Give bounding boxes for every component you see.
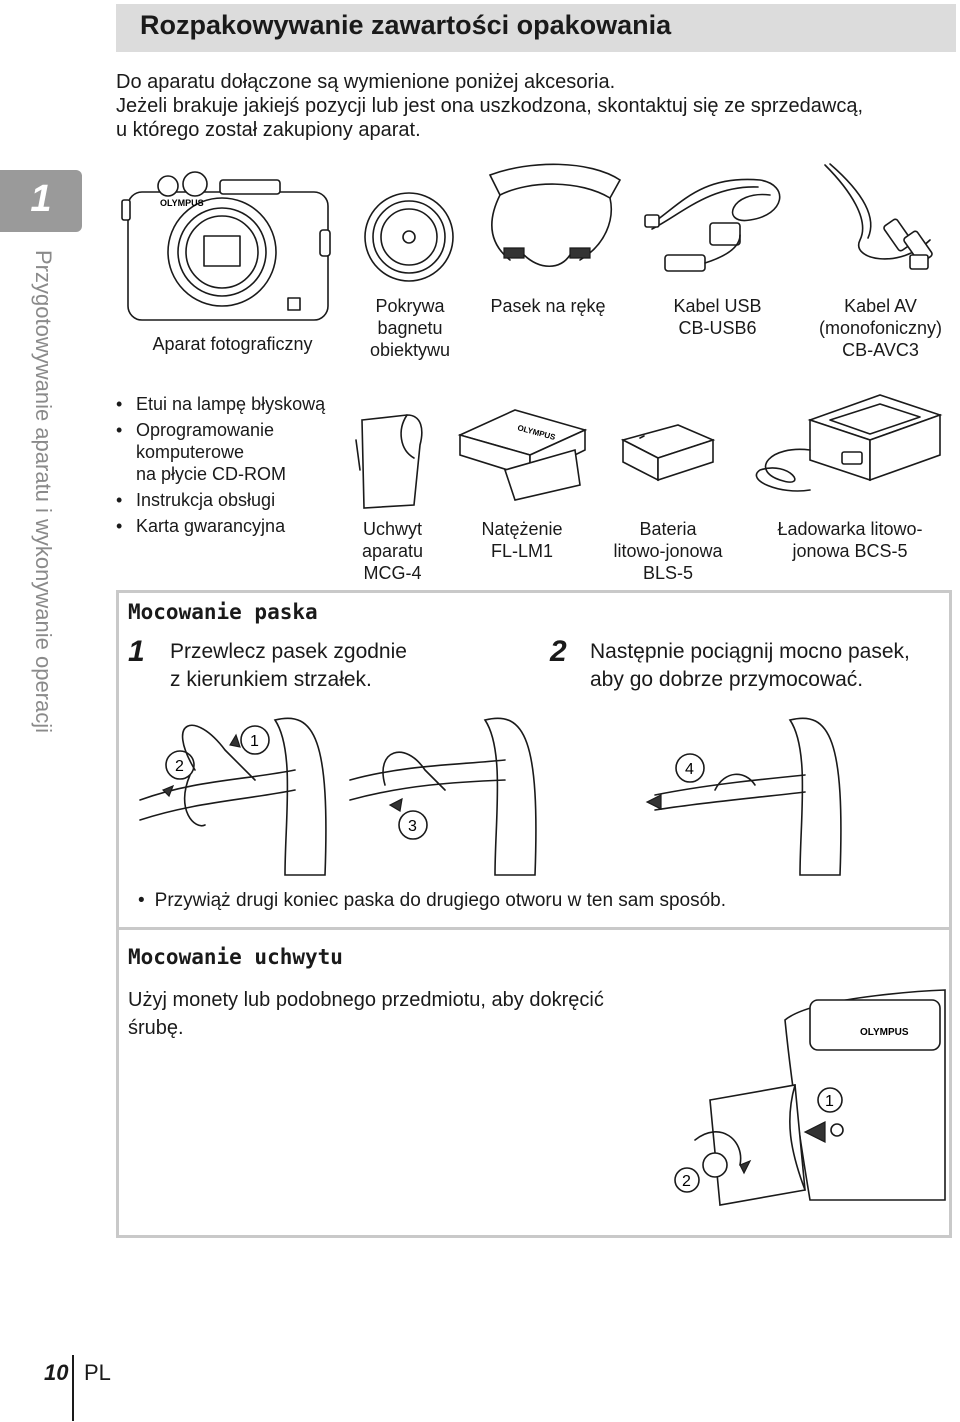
- caption-battery-line3: BLS-5: [642, 563, 694, 583]
- flash-illustration: OLYMPUS: [455, 405, 590, 505]
- caption-av-line3: CB-AVC3: [842, 340, 919, 360]
- caption-flash-line2: FL-LM1: [490, 541, 553, 561]
- caption-usb-line2: CB-USB6: [678, 318, 757, 338]
- grip-section-title: Mocowanie uchwytu: [128, 945, 343, 969]
- caption-flash-line1: Natężenie: [481, 519, 563, 539]
- other-items-list: Etui na lampę błyskową Oprogramowanie ko…: [112, 393, 325, 541]
- charger-illustration: [750, 390, 945, 505]
- av-cable-illustration: [810, 160, 950, 285]
- strap-step1-illustration-a: 1 2: [135, 710, 330, 875]
- caption-charger-line1: Ładowarka litowo-: [777, 519, 923, 539]
- caption-av-cable: Kabel AV (monofoniczny) CB-AVC3: [808, 295, 953, 361]
- strap-section-title: Mocowanie paska: [128, 600, 318, 624]
- caption-charger: Ładowarka litowo- jonowa BCS-5: [760, 518, 940, 562]
- strap-step2-line2: aby go dobrze przymocować.: [590, 668, 864, 691]
- caption-battery-line2: litowo-jonowa: [613, 541, 723, 561]
- usb-cable-illustration: [640, 165, 790, 280]
- list-item: Instrukcja obsługi: [112, 489, 325, 511]
- language-code: PL: [84, 1360, 111, 1385]
- strap-callout-1: 1: [250, 733, 259, 750]
- strap-callout-4: 4: [685, 761, 694, 778]
- strap-step2-line1: Następnie pociągnij mocno pasek,: [590, 640, 910, 663]
- intro-line-3: u którego został zakupiony aparat.: [116, 119, 421, 141]
- caption-usb-line1: Kabel USB: [673, 296, 762, 316]
- list-item-line: Oprogramowanie: [136, 420, 275, 440]
- caption-body-cap: Pokrywa bagnetu obiektywu: [350, 295, 470, 361]
- grip-illustration: [352, 410, 432, 510]
- strap-step1-text: Przewlecz pasek zgodnie z kierunkiem str…: [170, 638, 407, 694]
- chapter-title-vertical: Przygotowywanie aparatu i wykonywanie op…: [31, 250, 56, 734]
- caption-battery: Bateria litowo-jonowa BLS-5: [603, 518, 733, 584]
- caption-camera: Aparat fotograficzny: [152, 334, 313, 354]
- caption-usb-cable: Kabel USB CB-USB6: [650, 295, 785, 339]
- list-item-line: komputerowe: [136, 442, 245, 462]
- caption-av-line1: Kabel AV: [844, 296, 917, 316]
- strap-illustration: [470, 160, 625, 280]
- intro-text: Do aparatu dołączone są wymienione poniż…: [116, 70, 946, 142]
- intro-line-1: Do aparatu dołączone są wymienione poniż…: [116, 71, 616, 93]
- strap-step1-line2: z kierunkiem strzałek.: [170, 668, 372, 691]
- body-cap-illustration: [362, 190, 457, 285]
- caption-strap: Pasek na rękę: [490, 296, 606, 316]
- grip-attach-illustration: OLYMPUS 1 2: [665, 990, 945, 1225]
- caption-grip-line1: Uchwyt: [362, 519, 422, 539]
- caption-grip: Uchwyt aparatu MCG-4: [345, 518, 440, 584]
- strap-note-text: Przywiąż drugi koniec paska do drugiego …: [154, 890, 727, 911]
- caption-body-cap-line3: obiektywu: [369, 340, 451, 360]
- footer-divider: [72, 1355, 74, 1421]
- grip-callout-2: 2: [682, 1173, 691, 1190]
- camera-illustration: OLYMPUS: [120, 170, 335, 325]
- title-bar: [116, 4, 956, 52]
- grip-text-line1: Użyj monety lub podobnego przedmiotu, ab…: [128, 989, 604, 1011]
- grip-callout-1: 1: [825, 1093, 834, 1110]
- caption-body-cap-line2: bagnetu: [377, 318, 443, 338]
- strap-attachment-section: [116, 590, 952, 930]
- strap-note: • Przywiąż drugi koniec paska do drugiego…: [138, 890, 726, 912]
- grip-attachment-section: [116, 930, 952, 1238]
- caption-charger-line2: jonowa BCS-5: [792, 541, 908, 561]
- strap-callout-2: 2: [175, 758, 184, 775]
- caption-av-line2: (monofoniczny): [818, 318, 943, 338]
- chapter-number: 1: [30, 178, 52, 220]
- caption-flash: Natężenie FL-LM1: [462, 518, 582, 562]
- battery-illustration: [618, 420, 718, 485]
- grip-section-text: Użyj monety lub podobnego przedmiotu, ab…: [128, 986, 604, 1042]
- strap-step2-text: Następnie pociągnij mocno pasek, aby go …: [590, 638, 910, 694]
- strap-step1-line1: Przewlecz pasek zgodnie: [170, 640, 407, 663]
- strap-step1-number: 1: [128, 635, 145, 668]
- list-item-line: na płycie CD-ROM: [136, 464, 287, 484]
- strap-step1-illustration-b: 3: [345, 710, 540, 875]
- strap-callout-3: 3: [408, 818, 417, 835]
- page-title: Rozpakowywanie zawartości opakowania: [140, 10, 672, 40]
- page-number: 10: [44, 1360, 69, 1385]
- list-item: Etui na lampę błyskową: [112, 393, 325, 415]
- bullet-dot: •: [138, 890, 145, 911]
- caption-battery-line1: Bateria: [639, 519, 697, 539]
- strap-step2-number: 2: [550, 635, 567, 668]
- caption-grip-line3: MCG-4: [363, 563, 422, 583]
- caption-body-cap-line1: Pokrywa: [375, 296, 445, 316]
- camera-brand-label: OLYMPUS: [160, 198, 204, 208]
- strap-step2-illustration: 4: [645, 710, 845, 875]
- grip-text-line2: śrubę.: [128, 1017, 184, 1039]
- intro-line-2: Jeżeli brakuje jakiejś pozycji lub jest …: [116, 95, 864, 117]
- caption-grip-line2: aparatu: [361, 541, 424, 561]
- list-item: Oprogramowanie komputerowe na płycie CD-…: [112, 419, 325, 485]
- list-item: Karta gwarancyjna: [112, 515, 325, 537]
- grip-camera-brand-label: OLYMPUS: [860, 1027, 909, 1038]
- chapter-tab: [0, 170, 82, 232]
